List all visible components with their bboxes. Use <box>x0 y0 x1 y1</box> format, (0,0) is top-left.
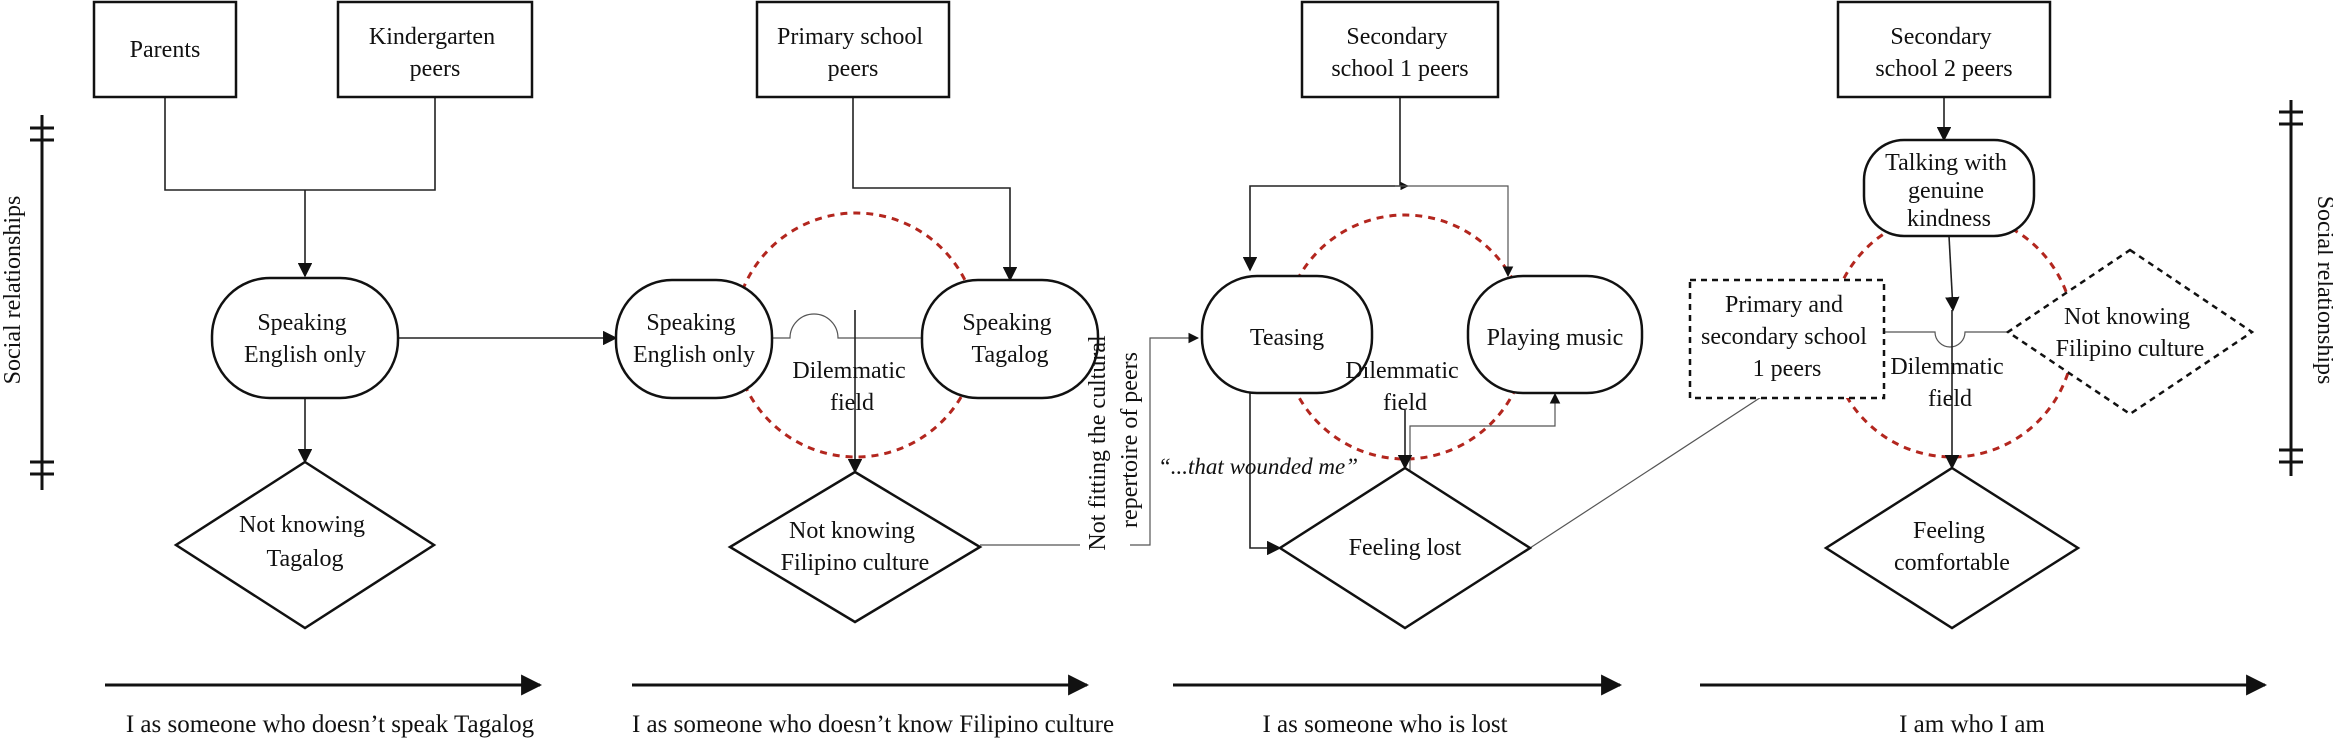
feeling-comfortable-diamond <box>1823 466 2081 630</box>
primary-secondary-1-peers-label: Primary and secondary school 1 peers <box>1701 292 1873 382</box>
right-axis-label: Social relationships <box>2312 196 2333 385</box>
feeling-lost-diamond <box>1277 466 1533 630</box>
parents-label: Parents <box>130 37 201 63</box>
playing-music-label: Playing music <box>1487 325 1624 351</box>
dilemmatic-field-label-2: Dilemmatic field <box>1345 358 1464 416</box>
feeling-comfortable-label: Feeling comfortable <box>1894 518 2010 576</box>
talking-genuine-kindness-pill <box>1862 138 2036 238</box>
dilemmatic-field-label-1: Dilemmatic field <box>792 358 911 416</box>
talking-genuine-kindness-label: Talking with genuine kindness <box>1885 150 2013 232</box>
secondary-school-2-peers-box <box>1836 0 2052 99</box>
secondary-school-1-peers-label: Secondary school 1 peers <box>1331 24 1468 82</box>
not-knowing-filipino-culture-diamond-1 <box>727 470 983 624</box>
left-axis-label: Social relationships <box>0 196 26 385</box>
stage-label-2: I as someone who doesn’t know Filipino c… <box>632 711 1114 738</box>
speaking-english-only-pill-2 <box>614 278 774 400</box>
not-knowing-filipino-culture-diamond-2 <box>2005 248 2255 416</box>
connectors <box>164 97 2012 556</box>
feeling-lost-label: Feeling lost <box>1349 535 1462 561</box>
stage-label-3: I as someone who is lost <box>1262 711 1507 738</box>
dilemmatic-field-label-3: Dilemmatic field <box>1890 354 2009 412</box>
not-knowing-tagalog-diamond <box>173 460 437 630</box>
speaking-english-only-label-1: Speaking English only <box>244 310 366 368</box>
secondary-school-2-peers-label: Secondary school 2 peers <box>1875 24 2012 82</box>
speaking-english-only-pill-1 <box>210 276 400 400</box>
primary-school-peers-label: Primary school peers <box>777 24 929 82</box>
speaking-tagalog-pill <box>920 278 1100 400</box>
parents-box <box>92 0 238 99</box>
teasing-label: Teasing <box>1250 325 1324 351</box>
not-fitting-cultural-repertoire-note: Not fitting the cultural repertoire of p… <box>1085 329 1143 550</box>
primary-school-peers-box <box>755 0 951 99</box>
secondary-school-1-peers-box <box>1300 0 1500 99</box>
playing-music-pill <box>1466 274 1644 395</box>
stage-label-4: I am who I am <box>1899 711 2045 738</box>
right-social-axis <box>2279 100 2303 476</box>
speaking-tagalog-label: Speaking Tagalog <box>962 310 1057 368</box>
speaking-english-only-label-2: Speaking English only <box>633 310 755 368</box>
primary-secondary-1-peers-box <box>1688 278 1886 400</box>
wounded-me-quote: “...that wounded me” <box>1158 454 1358 479</box>
not-knowing-tagalog-label: Not knowing Tagalog <box>239 512 371 572</box>
not-knowing-filipino-culture-label-2: Not knowing Filipino culture <box>2056 304 2205 362</box>
kindergarten-peers-label: Kindergarten peers <box>369 24 501 82</box>
teasing-pill <box>1200 274 1374 395</box>
left-social-axis <box>30 115 54 490</box>
stage-label-1: I as someone who doesn’t speak Tagalog <box>126 711 535 738</box>
kindergarten-peers-box <box>336 0 534 99</box>
not-knowing-filipino-culture-label-1: Not knowing Filipino culture <box>781 518 930 576</box>
